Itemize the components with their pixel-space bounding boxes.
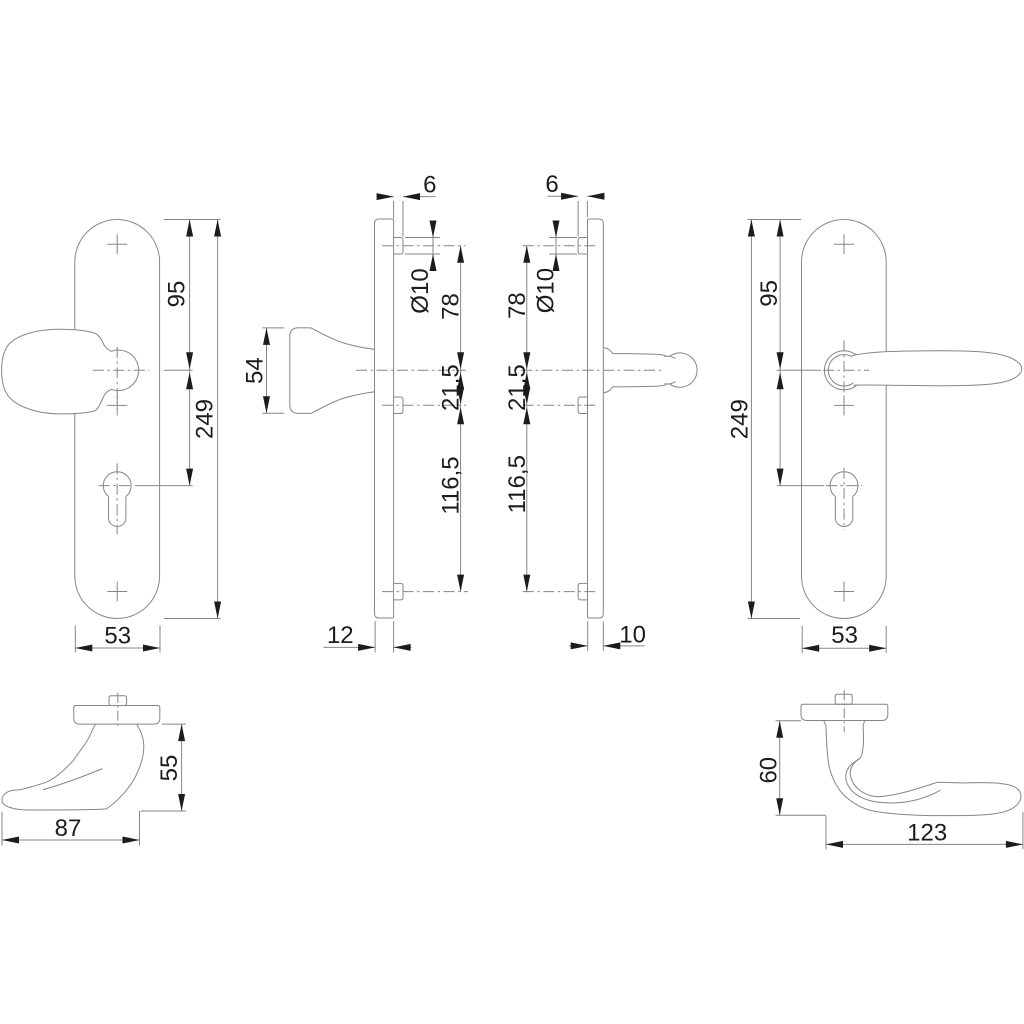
svg-text:Ø10: Ø10: [532, 268, 559, 313]
svg-text:55: 55: [156, 755, 183, 782]
svg-text:87: 87: [55, 815, 82, 842]
svg-text:78: 78: [437, 293, 464, 320]
svg-text:12: 12: [327, 622, 354, 649]
svg-text:95: 95: [164, 281, 191, 308]
svg-text:6: 6: [545, 171, 558, 198]
svg-text:95: 95: [756, 280, 783, 307]
svg-text:249: 249: [726, 399, 753, 439]
svg-text:10: 10: [619, 622, 646, 649]
svg-text:249: 249: [192, 399, 219, 439]
svg-text:21,5: 21,5: [437, 364, 464, 411]
svg-text:53: 53: [104, 622, 131, 649]
svg-text:78: 78: [504, 292, 531, 319]
svg-text:Ø10: Ø10: [407, 268, 434, 313]
svg-text:53: 53: [831, 622, 858, 649]
svg-text:116,5: 116,5: [504, 455, 531, 513]
svg-text:21,5: 21,5: [504, 364, 531, 411]
svg-text:116,5: 116,5: [437, 456, 464, 514]
svg-text:60: 60: [755, 757, 782, 784]
svg-text:54: 54: [242, 357, 269, 384]
svg-text:123: 123: [907, 820, 947, 847]
svg-text:6: 6: [423, 172, 436, 199]
